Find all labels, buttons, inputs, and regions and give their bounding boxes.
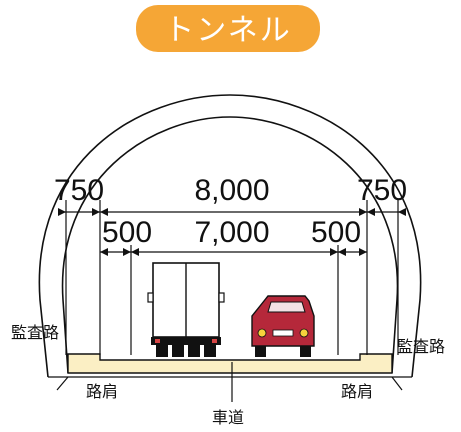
dimension-total-width: 8,000 [194, 174, 269, 207]
dimension-left-inspection: 750 [54, 174, 104, 207]
car-icon [251, 295, 315, 357]
lower-dimension-line [100, 248, 367, 256]
label-shoulder-left: 路肩 [86, 382, 118, 401]
tunnel-inner-arch [61, 116, 399, 374]
title-text: トンネル [164, 13, 291, 48]
dimension-extension-lines [65, 200, 399, 355]
inspection-path-right-marker [391, 376, 403, 391]
dimension-right-inspection: 750 [357, 174, 407, 207]
label-carriageway: 車道 [212, 408, 244, 427]
dimension-left-shoulder: 500 [102, 216, 152, 249]
inspection-path-left-marker [56, 376, 69, 391]
truck-icon [147, 262, 225, 357]
label-shoulder-right: 路肩 [341, 382, 373, 401]
dimension-inner-width: 7,000 [194, 216, 269, 249]
tunnel-outer-arch [38, 94, 422, 378]
dimension-right-shoulder: 500 [311, 216, 361, 249]
label-inspection-path-right: 監査路 [397, 337, 445, 356]
road-deck [48, 353, 412, 378]
title-badge: トンネル [136, 5, 320, 52]
label-inspection-path-left: 監査路 [11, 323, 59, 342]
upper-dimension-line [58, 208, 406, 216]
